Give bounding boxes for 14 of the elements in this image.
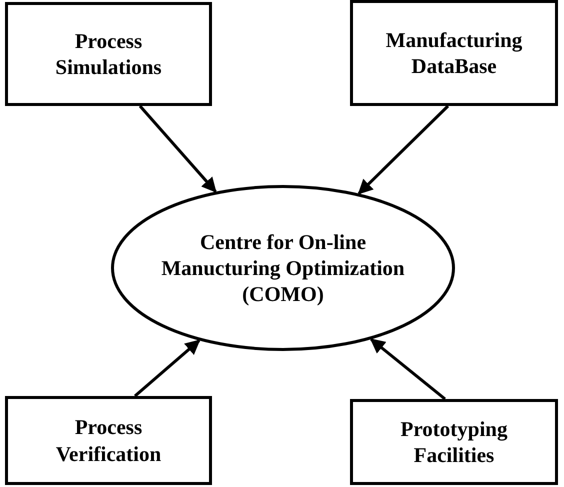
node-label: Manufacturing DataBase [384, 26, 524, 80]
process-box [5, 396, 212, 485]
arrow [370, 338, 446, 400]
ellipse-node [111, 185, 455, 351]
process-box [350, 0, 558, 106]
node-label: Prototyping Facilities [400, 416, 508, 468]
process-box [5, 2, 212, 106]
process-box [350, 399, 558, 485]
node-label: Process Simulations [54, 28, 163, 80]
arrow [358, 104, 450, 195]
arrow [138, 105, 217, 193]
arrow [134, 339, 200, 398]
node-label: Process Verification [54, 414, 162, 467]
node-label: Centre for On-line Manucturing Optimization (COMO) [160, 228, 406, 308]
